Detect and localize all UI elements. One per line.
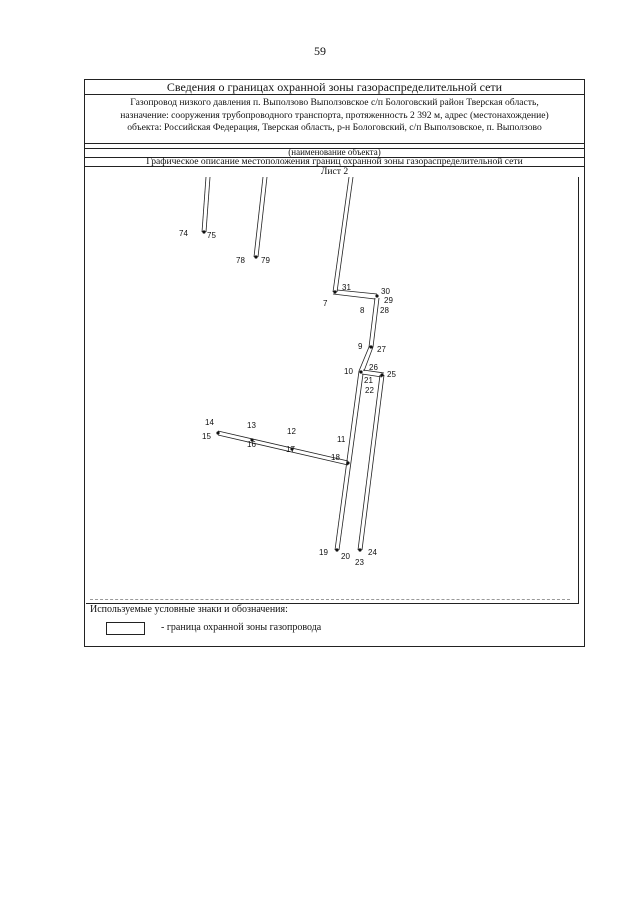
pipe-line: [336, 176, 354, 293]
page-number: 59: [314, 44, 326, 58]
pipe-line: [253, 176, 264, 258]
pipe-line: [217, 430, 349, 462]
point-label: 29: [384, 296, 393, 305]
pipe-line: [357, 374, 381, 551]
pipe-line: [332, 293, 376, 300]
pipe-line: [361, 374, 385, 551]
vertex-dot: [202, 230, 206, 234]
vertex-dot: [335, 548, 339, 552]
point-label: 26: [369, 363, 378, 372]
pipe-line: [358, 346, 370, 372]
pipe-line: [201, 176, 207, 233]
object-info-line-1: Газопровод низкого давления п. Выползово…: [130, 97, 539, 108]
point-label: 31: [342, 283, 351, 292]
point-label: 18: [331, 453, 340, 462]
point-label: 27: [377, 345, 386, 354]
pipe-line: [361, 373, 383, 378]
vertex-dot: [358, 548, 362, 552]
point-label: 17: [286, 445, 295, 454]
point-label: 22: [365, 386, 374, 395]
point-label: 7: [323, 299, 328, 308]
pipe-line: [257, 176, 268, 258]
object-info-line-2: назначение: сооружения трубопроводного т…: [120, 109, 549, 121]
point-label: 24: [368, 548, 377, 557]
vertex-dot: [380, 373, 384, 377]
point-label: 30: [381, 287, 390, 296]
object-info-line-3: объекта: Российская Федерация, Тверская …: [127, 122, 542, 133]
vertex-dot: [254, 255, 258, 259]
boundary-sheet: Сведения о границах охранной зоны газора…: [84, 79, 585, 647]
point-label: 19: [319, 548, 328, 557]
point-label: 78: [236, 256, 245, 265]
map-bottom-dashes: [90, 599, 570, 600]
point-label: 14: [205, 418, 214, 427]
point-label: 74: [179, 229, 188, 238]
point-label: 23: [355, 558, 364, 567]
map-drawing: 74 75 78 79 31 30 7 29 8 28 9 27 26 10 2…: [179, 176, 396, 567]
point-label: 16: [247, 440, 256, 449]
vertex-dot: [369, 345, 373, 349]
vertex-dot: [375, 294, 379, 298]
pipe-line: [336, 289, 378, 295]
point-label: 21: [364, 376, 373, 385]
pipe-line: [205, 176, 211, 233]
legend-symbol-box: [106, 622, 145, 635]
vertex-dot: [216, 431, 220, 435]
pipe-line: [338, 373, 364, 551]
pipe-line: [363, 346, 374, 372]
legend-title: Используемые условные знаки и обозначени…: [90, 604, 288, 615]
point-label: 75: [207, 231, 216, 240]
vertex-dot: [333, 290, 337, 294]
object-info: Газопровод низкого давления п. Выползово…: [85, 94, 584, 144]
point-label: 8: [360, 306, 365, 315]
point-label: 13: [247, 421, 256, 430]
vertex-dot: [359, 370, 363, 374]
legend-item-label: - граница охранной зоны газопровода: [161, 622, 322, 633]
point-label: 79: [261, 256, 270, 265]
pipe-line: [217, 434, 349, 466]
pipe-line: [368, 297, 376, 348]
point-label: 12: [287, 427, 296, 436]
object-name-caption: (наименование объекта): [85, 148, 584, 158]
point-label: 9: [358, 342, 363, 351]
point-label: 15: [202, 432, 211, 441]
point-label: 11: [337, 435, 346, 444]
vertex-dot: [250, 438, 254, 442]
point-label: 28: [380, 306, 389, 315]
pipe-line: [362, 369, 385, 374]
point-label: 10: [344, 367, 353, 376]
point-label: 25: [387, 370, 396, 379]
graph-caption: Графическое описание местоположения гран…: [85, 157, 584, 167]
spacer-row: [85, 144, 584, 149]
pipe-line: [332, 176, 350, 293]
vertex-dot: [290, 447, 294, 451]
point-label: 20: [341, 552, 350, 561]
pipe-line: [372, 297, 380, 348]
sheet-title: Сведения о границах охранной зоны газора…: [85, 80, 584, 95]
sheet-number: Лист 2: [320, 166, 349, 177]
vertex-dot: [346, 461, 350, 465]
boundary-map: 74 75 78 79 31 30 7 29 8 28 9 27 26 10 2…: [86, 176, 579, 604]
